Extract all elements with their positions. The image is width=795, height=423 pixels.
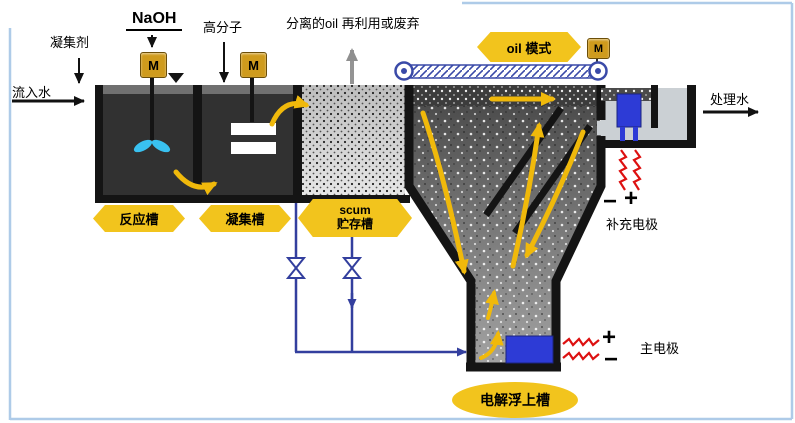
flow-arrows [12,35,759,117]
underflow-gap [597,121,606,135]
label-effluent: 处理水 [710,92,750,107]
label-naoh: NaOH [126,10,183,31]
scraper-conveyor [394,57,608,81]
motor-coagulation-tank: M [240,52,267,78]
label-influent: 流入水 [12,85,52,100]
tank-divider-underflow [193,85,202,185]
badge-oil-mode: oil 模式 [477,32,581,62]
mixer-impeller [133,76,171,153]
badge-scum-text: scum 贮存槽 [336,203,373,232]
spark-icon [618,148,628,192]
minus-sign: − [604,346,619,373]
water-level-marker [168,73,184,83]
spark-icon [561,337,601,347]
plus-sign: + [602,324,617,351]
scum-storage-tank [302,85,405,195]
motor-reaction-tank: M [140,52,167,78]
badge-reaction-tank: 反应槽 [93,205,185,232]
label-supplementary-electrode: 补充电极 [606,217,659,232]
badge-scum-line1: scum [339,203,371,218]
label-separated-oil: 分离的oil 再利用或废弃 [286,16,420,31]
minus-sign: − [603,188,618,215]
badge-scum-line2: 贮存槽 [336,217,373,231]
valve-icon [285,257,307,279]
valve-icon [341,257,363,279]
label-polymer: 高分子 [203,20,243,35]
spark-icon [561,351,601,361]
motor-scraper: M [587,38,610,59]
label-coagulant: 凝集剂 [50,35,90,50]
tank-divider-weir [293,85,302,195]
circulation-arrows [173,92,586,360]
badge-scum-storage-tank: scum 贮存槽 [298,199,412,237]
main-electrode [505,335,601,364]
mixing-tanks [95,85,410,203]
badge-flotation-tank: 电解浮上槽 [452,382,578,418]
label-main-electrode: 主电极 [640,341,680,356]
plus-sign: + [624,185,639,212]
supplementary-electrode [616,93,642,192]
slide-frame [8,1,794,421]
outlet-baffle [651,85,658,128]
mixer-paddles [231,76,276,154]
badge-coagulation-tank: 凝集槽 [199,205,291,232]
spark-icon [632,148,642,192]
